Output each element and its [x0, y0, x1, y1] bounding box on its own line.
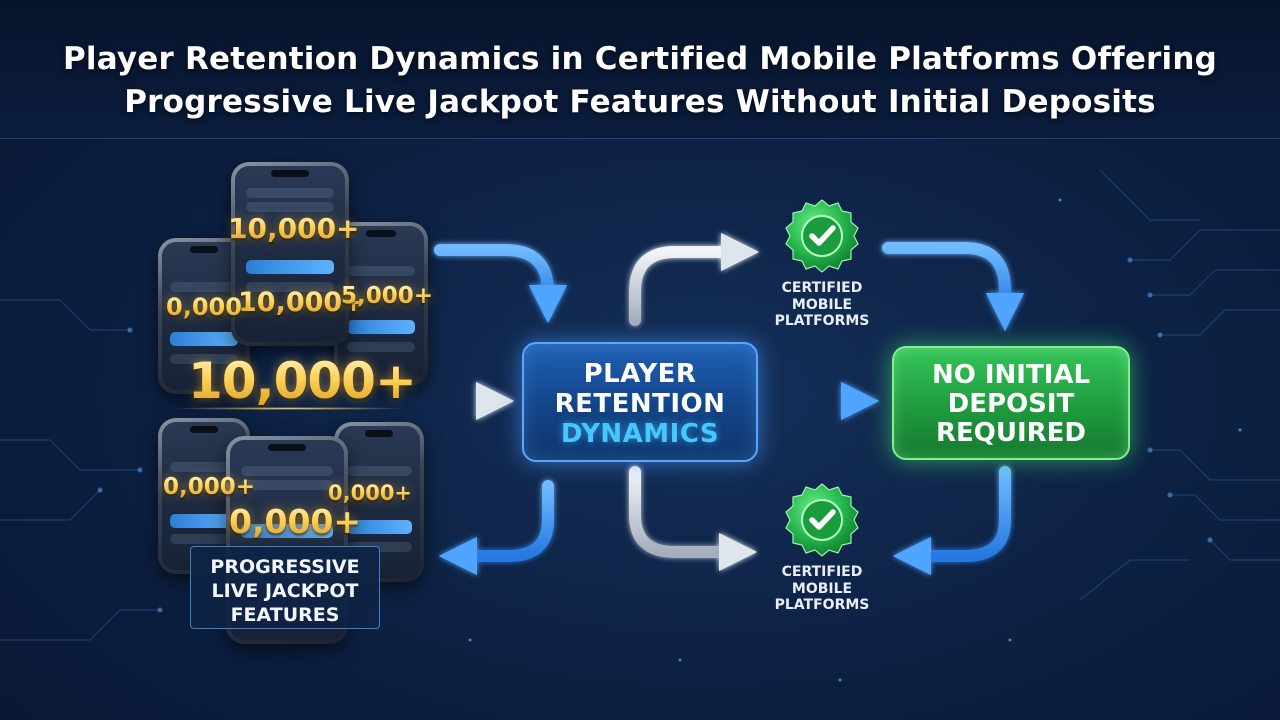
center-line-1: PLAYER [583, 359, 697, 389]
jackpot-glow [170, 407, 410, 410]
page-title: Player Retention Dynamics in Certified M… [60, 38, 1220, 124]
check-badge-icon [785, 199, 859, 273]
cert-top-line-1: CERTIFIED [781, 280, 863, 296]
player-retention-node: PLAYER RETENTION DYNAMICS [522, 342, 758, 462]
jackpot-amount-bottom-left: 0,000+ [163, 474, 256, 500]
cert-top-line-3: PLATFORMS [774, 313, 870, 329]
cert-bottom-line-1: CERTIFIED [781, 564, 863, 580]
no-deposit-node: NO INITIAL DEPOSIT REQUIRED [892, 346, 1130, 460]
feature-line-1: PROGRESSIVE [210, 556, 360, 578]
cert-bottom-line-2: MOBILE [791, 580, 853, 597]
jackpot-amount-top-2: 10,000+ [238, 287, 365, 318]
jackpot-amount-bottom-right: 0,000+ [328, 481, 413, 505]
cert-bottom-line-3: PLATFORMS [774, 597, 870, 613]
arrow-cert-top-to-green [882, 242, 1025, 332]
arrow-center-to-features [438, 480, 554, 576]
cert-label-bottom: CERTIFIED MOBILE PLATFORMS [752, 564, 892, 614]
title-line-2: Progressive Live Jackpot Features Withou… [124, 84, 1156, 120]
phone-top-right [334, 222, 428, 386]
arrow-center-to-cert-bottom [629, 466, 758, 572]
phone-top-center [231, 162, 349, 346]
green-line-3: REQUIRED [935, 418, 1087, 448]
check-badge-icon [785, 483, 859, 557]
green-line-1: NO INITIAL [931, 360, 1091, 390]
arrow-phones-to-center [434, 244, 568, 324]
feature-line-2: LIVE JACKPOT [211, 580, 359, 602]
center-line-3: DYNAMICS [560, 419, 720, 449]
jackpot-amount-right: 5,000+ [341, 283, 434, 309]
arrow-center-to-cert-top [629, 232, 760, 326]
feature-line-3: FEATURES [230, 604, 340, 626]
title-band [0, 0, 1280, 139]
jackpot-amount-top: 10,000+ [228, 212, 360, 245]
jackpot-amount-left: 0,000 [166, 293, 242, 321]
jackpot-amount-main: 10,000+ [188, 352, 417, 410]
jackpot-amount-bottom-center: 0,000+ [229, 502, 362, 541]
title-line-1: Player Retention Dynamics in Certified M… [62, 41, 1218, 77]
cert-label-top: CERTIFIED MOBILE PLATFORMS [752, 280, 892, 330]
green-line-2: DEPOSIT [947, 389, 1075, 419]
center-line-2: RETENTION [554, 389, 726, 419]
jackpot-features-box: PROGRESSIVE LIVE JACKPOT FEATURES [190, 546, 380, 629]
arrow-green-to-cert-bottom [892, 466, 1011, 576]
cert-top-line-2: MOBILE [791, 296, 853, 313]
